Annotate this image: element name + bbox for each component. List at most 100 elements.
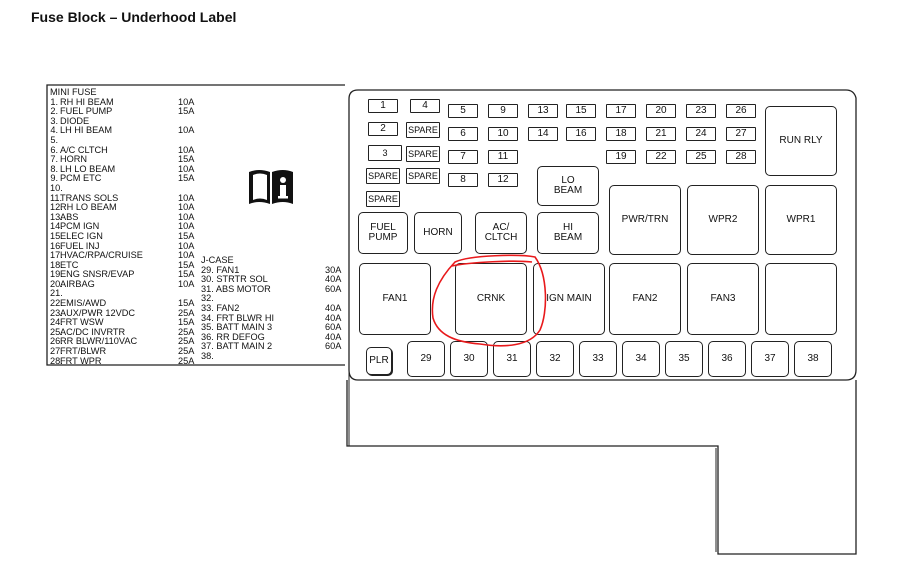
fuse-number: 4. [50, 125, 58, 136]
fuse-amperage: 15A [178, 317, 195, 328]
fuse-amperage: 10A [178, 221, 195, 232]
fuse-amperage: 25A [178, 336, 195, 347]
jcase-row: 36. RR DEFOG 40A [201, 331, 347, 343]
spare-fuse-3: SPARE [366, 168, 400, 184]
plr-socket: PLR [366, 347, 392, 375]
jcase-name: 34. FRT BLWR HI [201, 312, 275, 323]
small-fuse-25: 25 [686, 150, 716, 164]
fuse-name: A/C CLTCH [60, 144, 108, 155]
fuse-name: TRANS SOLS [60, 192, 119, 203]
small-fuse-22: 22 [646, 150, 676, 164]
small-fuse-23: 23 [686, 104, 716, 118]
jcase-name: 37. BATT MAIN 2 [201, 341, 273, 352]
jcase-amperage: 40A [325, 274, 342, 285]
relay-pwr-trn: PWR/TRN [609, 185, 681, 255]
relay-lo-beam: LO BEAM [537, 166, 599, 206]
relay-run-rly: RUN RLY [765, 106, 837, 176]
fuse-number: 9. [50, 173, 58, 184]
mini-fuse-row: 10. [50, 182, 200, 194]
small-fuse-9: 9 [488, 104, 518, 118]
relay-wpr1: WPR1 [765, 185, 837, 255]
fuse-number: 2. [50, 106, 58, 117]
fuse-number: 1. [50, 96, 58, 107]
small-fuse-17: 17 [606, 104, 636, 118]
relay-ign-main: IGN MAIN [533, 263, 605, 335]
relay-fan1: FAN1 [359, 263, 431, 335]
fuse-name: LH HI BEAM [60, 125, 113, 136]
relay-crnk: CRNK [455, 263, 527, 335]
fuse-number: 13. [50, 211, 63, 222]
fuse-amperage: 10A [178, 163, 195, 174]
fuse-number: 12. [50, 202, 63, 213]
jcase-amperage: 40A [325, 331, 342, 342]
fuse-number: 21. [50, 288, 63, 299]
fuse-name: RH LO BEAM [60, 202, 117, 213]
jcase-fuse-29: 29 [407, 341, 445, 377]
fuse-amperage: 10A [178, 202, 195, 213]
small-fuse-26: 26 [726, 104, 756, 118]
fuse-amperage: 10A [178, 211, 195, 222]
relay-ac-cltch: AC/ CLTCH [475, 212, 527, 254]
small-fuse-28: 28 [726, 150, 756, 164]
fuse-number: 16. [50, 240, 63, 251]
jcase-fuse-32: 32 [536, 341, 574, 377]
fuse-number: 10. [50, 182, 63, 193]
small-fuse-7: 7 [448, 150, 478, 164]
fuse-name: RH HI BEAM [60, 96, 114, 107]
fuse-number: 3. [50, 115, 58, 126]
jcase-amperage: 40A [325, 312, 342, 323]
jcase-amperage: 40A [325, 302, 342, 313]
spare-fuse-5: SPARE [366, 191, 400, 207]
fuse-number: 23. [50, 307, 63, 318]
fuse-amperage: 10A [178, 144, 195, 155]
jcase-amperage: 60A [325, 283, 342, 294]
fuse-name: EMIS/AWD [60, 298, 107, 309]
fuse-name: AIRBAG [60, 278, 95, 289]
fuse-amperage: 15A [178, 259, 195, 270]
jcase-name: 33. FAN2 [201, 302, 240, 313]
page-title: Fuse Block – Underhood Label [31, 9, 237, 25]
jcase-name: 36. RR DEFOG [201, 331, 265, 342]
jcase-name: 38. [201, 350, 214, 361]
mini-fuse-row: 12.RH LO BEAM 10A [50, 203, 200, 213]
fuse-number: 15. [50, 230, 63, 241]
relay-empty [765, 263, 837, 335]
fuse-number: 17. [50, 250, 63, 261]
jcase-fuse-37: 37 [751, 341, 789, 377]
jcase-fuse-33: 33 [579, 341, 617, 377]
small-fuse-12: 12 [488, 173, 518, 187]
small-fuse-10: 10 [488, 127, 518, 141]
fuse-amperage: 25A [178, 326, 195, 337]
jcase-fuse-34: 34 [622, 341, 660, 377]
diode-3: 3 [368, 145, 402, 161]
fuse-number: 8. [50, 163, 58, 174]
fuse-name: PCM ETC [60, 173, 102, 184]
spare-fuse-4: SPARE [406, 168, 440, 184]
small-fuse-1: 1 [368, 99, 398, 113]
fuse-name: FRT/BLWR [60, 346, 107, 357]
mini-fuse-heading: MINI FUSE [50, 87, 97, 97]
small-fuse-4: 4 [410, 99, 440, 113]
jcase-name: 30. STRTR SOL [201, 274, 268, 285]
fuse-number: 20. [50, 278, 63, 289]
fuse-number: 7. [50, 154, 58, 165]
fuse-number: 18. [50, 259, 63, 270]
jcase-row: 30. STRTR SOL 40A [201, 275, 347, 285]
jcase-name: 29. FAN1 [201, 264, 240, 275]
fuse-amperage: 15A [178, 173, 195, 184]
small-fuse-14: 14 [528, 127, 558, 141]
small-fuse-27: 27 [726, 127, 756, 141]
